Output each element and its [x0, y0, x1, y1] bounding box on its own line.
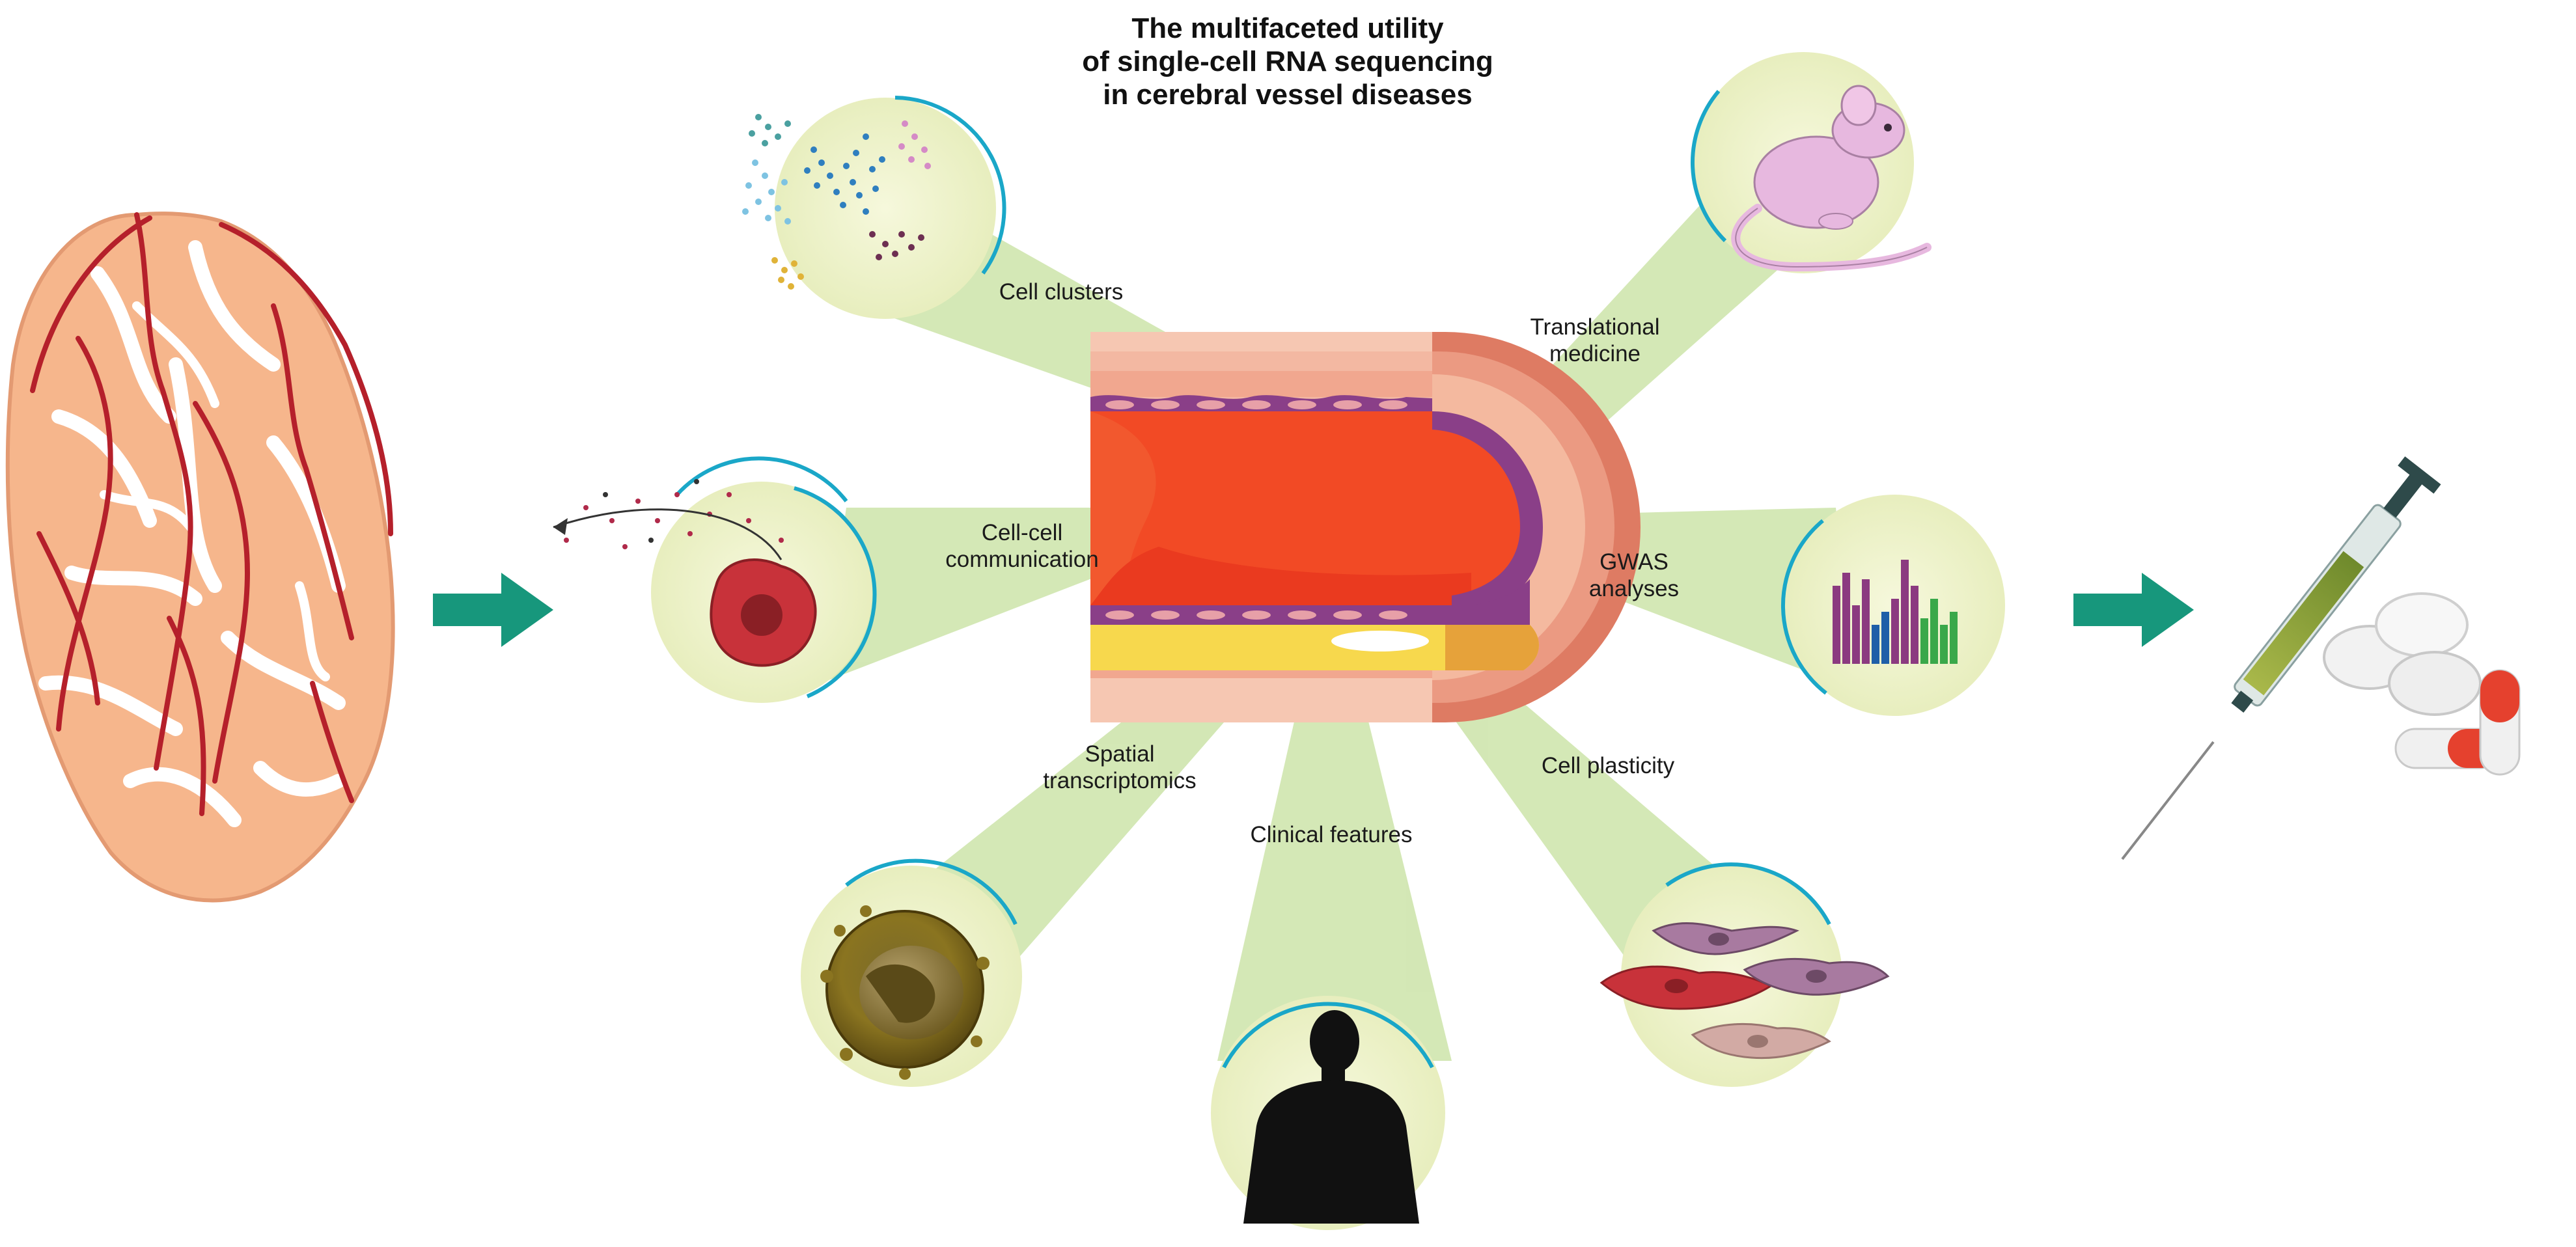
smooth-muscle-cells-icon [1600, 922, 1890, 1060]
arrow-brain-to-figure [433, 573, 553, 647]
title-line-2: of single-cell RNA sequencing [1082, 46, 1493, 78]
pills-icon [2323, 592, 2521, 776]
cluster-dots [742, 114, 931, 290]
cerebral-vessel-cross-section [1090, 332, 1641, 722]
human-silhouette-icon [1243, 1010, 1419, 1224]
rat-icon [1731, 85, 1932, 272]
title-line-1: The multifaceted utility [1131, 12, 1444, 44]
translational-medicine-circle [1691, 52, 1932, 273]
cell-plasticity-circle [1600, 862, 1890, 1087]
label-cell-clusters: Cell clusters [999, 279, 1124, 305]
signal-particles [564, 479, 784, 549]
syringe-icon [2121, 456, 2441, 860]
manhattan-plot-icon [1833, 560, 1958, 664]
secreting-cell-icon [710, 558, 817, 667]
label-gwas-analyses: GWAS analyses [1588, 549, 1680, 602]
label-spatial-transcriptomics: Spatial transcriptomics [1043, 741, 1197, 794]
arrow-figure-to-therapy [2073, 573, 2194, 647]
label-cell-cell-communication: Cell-cell communication [945, 520, 1099, 573]
spatial-transcriptomics-circle [801, 858, 1022, 1087]
label-translational-medicine: Translational medicine [1530, 314, 1660, 367]
label-clinical-features: Clinical features [1250, 822, 1413, 847]
cell-clusters-circle [742, 96, 1006, 319]
title-line-3: in cerebral vessel diseases [1103, 79, 1473, 111]
brain-illustration [5, 212, 395, 903]
label-cell-plasticity: Cell plasticity [1541, 753, 1675, 778]
immune-cell-icon [820, 905, 990, 1080]
cell-cell-communication-circle [553, 456, 877, 703]
gwas-analyses-circle [1780, 495, 2005, 716]
figure-title: The multifaceted utility of single-cell … [969, 12, 1607, 111]
clinical-features-circle [1211, 996, 1445, 1230]
